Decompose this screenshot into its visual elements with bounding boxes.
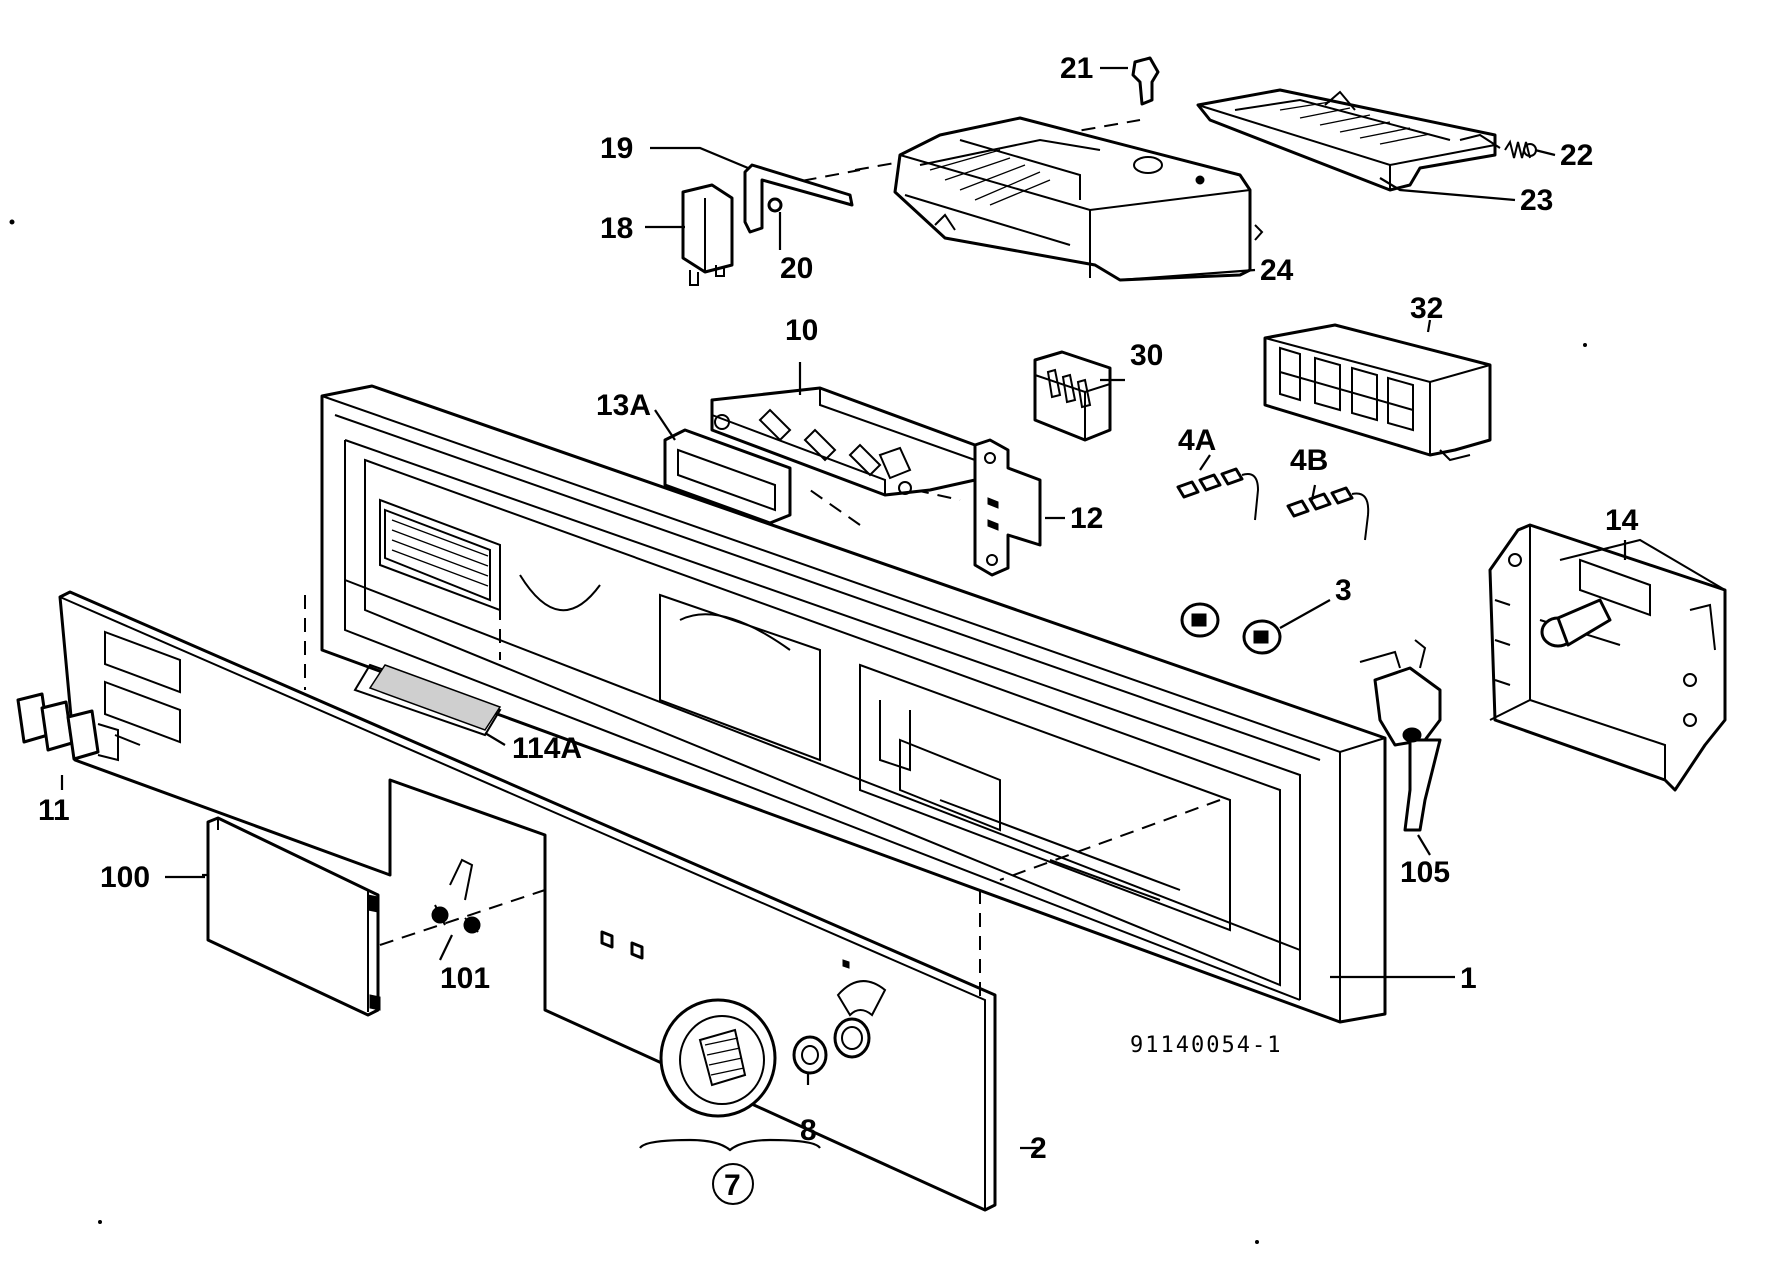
part-4b-lamp: [1286, 486, 1370, 541]
callout-32: 32: [1410, 292, 1443, 325]
callout-11: 11: [38, 794, 70, 827]
part-21-clip: [1131, 56, 1160, 106]
callout-101: 101: [440, 962, 490, 995]
part-105-lever: [1359, 639, 1442, 832]
part-24-dispenser-housing: [893, 116, 1264, 282]
part-114a-label: [368, 664, 502, 731]
callout-12: 12: [1070, 502, 1103, 535]
scan-specks: [9, 219, 1587, 1244]
part-11-push-buttons: [16, 692, 141, 762]
part-7-knob: [639, 998, 821, 1152]
part-20-screw: [767, 197, 783, 213]
callout-4b: 4B: [1290, 444, 1328, 477]
figure-reference-number: 91140054-1: [1130, 1033, 1282, 1058]
part-4a-lamp: [1176, 467, 1260, 521]
callout-13a: 13A: [596, 389, 651, 422]
callout-10: 10: [785, 314, 818, 347]
callout-14: 14: [1605, 504, 1639, 537]
callout-7: 7: [724, 1169, 741, 1202]
part-30-terminal-block: [1033, 350, 1112, 442]
callout-100: 100: [100, 861, 150, 894]
part-13a-bezel: [663, 428, 792, 525]
part-8-knob-insert: [792, 1017, 871, 1075]
part-10-switch: [710, 386, 977, 497]
part-18-microswitch: [681, 183, 734, 286]
part-100-flap: [206, 816, 381, 1017]
callout-4a: 4A: [1178, 424, 1216, 457]
callout-22: 22: [1560, 139, 1593, 172]
callout-23: 23: [1520, 184, 1553, 217]
callout-18: 18: [600, 212, 633, 245]
part-19-bracket: [743, 163, 854, 234]
part-22-spring: [1504, 139, 1537, 159]
part-1-panel-housing: [320, 384, 1387, 1024]
part-12-connector: [973, 438, 1042, 577]
callout-2: 2: [1030, 1132, 1047, 1165]
callout-19: 19: [600, 132, 633, 165]
callout-30: 30: [1130, 339, 1163, 372]
callout-leader-lines: [60, 66, 1627, 1150]
callout-8: 8: [800, 1114, 817, 1147]
part-101-bulb-holders: [431, 858, 481, 934]
callout-7-circle: [712, 1163, 754, 1205]
part-32-switch-bank: [1263, 323, 1492, 462]
callout-20: 20: [780, 252, 813, 285]
part-23-dispenser-lid: [1196, 88, 1501, 192]
part-14-timer: [1488, 523, 1727, 792]
callout-3: 3: [1335, 574, 1352, 607]
callout-labels: 1 2 3 4A 4B 7 8 10 11 12 13A 14 18 19 20…: [38, 52, 1639, 1205]
callout-24: 24: [1260, 254, 1294, 287]
callout-21: 21: [1060, 52, 1093, 85]
part-3-lamp-sockets: [1180, 602, 1282, 655]
callout-105: 105: [1400, 856, 1450, 889]
callout-1: 1: [1460, 962, 1477, 995]
callout-114a: 114A: [512, 732, 582, 765]
